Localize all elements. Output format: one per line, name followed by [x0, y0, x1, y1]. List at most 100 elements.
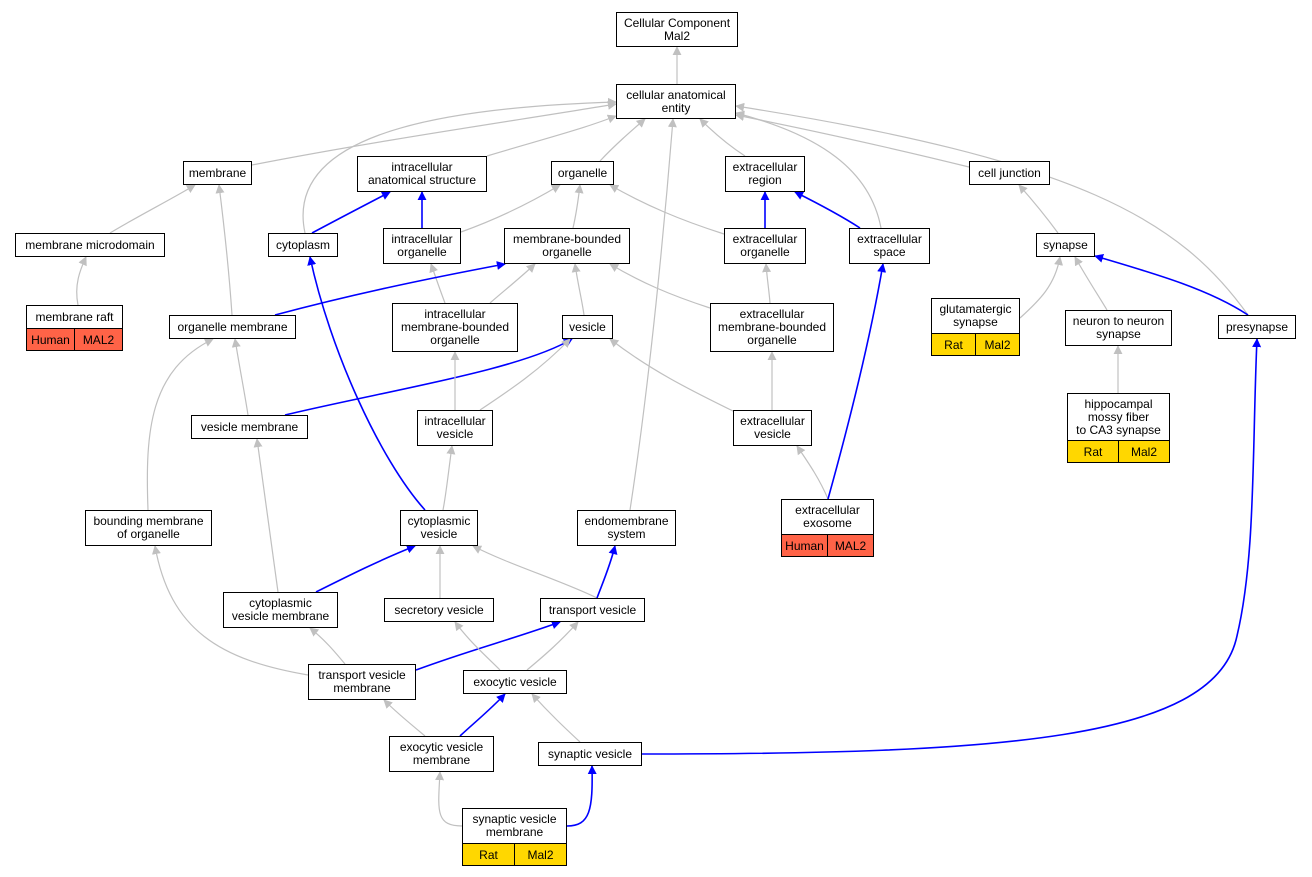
node-label: extracellular exosome [795, 503, 860, 530]
edge-is-a [479, 338, 571, 411]
node-label: membrane [188, 165, 247, 180]
edge-is-a [251, 100, 617, 166]
node-exocytic-vesicle[interactable]: exocytic vesicle [463, 670, 567, 694]
edge-is-a [231, 338, 249, 416]
node-membrane[interactable]: membrane [183, 161, 252, 185]
node-label: intracellular anatomical structure [367, 160, 477, 187]
node-label: vesicle [569, 319, 606, 334]
node-exocytic-vesicle-membrane[interactable]: exocytic vesicle membrane [389, 736, 494, 772]
node-label: presynapse [1225, 319, 1289, 334]
edge-is-a [599, 118, 646, 162]
node-endomembrane-system[interactable]: endomembrane system [577, 510, 676, 546]
annotation-species: Human [785, 538, 824, 553]
edge-is-a [796, 445, 829, 500]
node-vesicle[interactable]: vesicle [562, 315, 613, 339]
edge-is-a [735, 110, 882, 229]
edge-is-a [109, 184, 196, 234]
node-label: exocytic vesicle membrane [399, 740, 484, 767]
node-transport-vesicle[interactable]: transport vesicle [540, 598, 645, 622]
node-label: Cellular Component Mal2 [623, 15, 731, 43]
node-label: cellular anatomical entity [626, 87, 726, 115]
edge-is-a [572, 184, 584, 229]
node-label: neuron to neuron synapse [1072, 314, 1165, 341]
node-cytoplasmic-vesicle[interactable]: cytoplasmic vesicle [400, 510, 478, 546]
node-intracellular-membrane-bounded-organelle[interactable]: intracellular membrane-bounded organelle [392, 303, 518, 352]
node-membrane-bounded-organelle[interactable]: membrane-bounded organelle [504, 228, 630, 264]
node-label: organelle membrane [177, 319, 288, 334]
edge-part-of [307, 256, 426, 511]
node-label: extracellular space [857, 232, 922, 259]
node-intracellular-vesicle[interactable]: intracellular vesicle [417, 410, 493, 446]
edge-part-of [311, 191, 391, 234]
node-synaptic-vesicle[interactable]: synaptic vesicle [538, 742, 642, 766]
node-label: glutamatergic synapse [939, 302, 1012, 329]
node-cytoplasm[interactable]: cytoplasm [268, 233, 338, 257]
edge-part-of [794, 191, 861, 229]
node-label: cytoplasm [275, 237, 331, 252]
edge-part-of [827, 263, 887, 500]
node-extracellular-space[interactable]: extracellular space [849, 228, 930, 264]
annotation-gene: MAL2 [827, 535, 873, 556]
node-label: cell junction [978, 165, 1041, 180]
edge-is-a [609, 184, 725, 235]
edge-is-a [762, 263, 772, 304]
annotation-row: Rat Mal2 [1068, 440, 1169, 462]
node-extracellular-membrane-bounded-organelle[interactable]: extracellular membrane-bounded organelle [710, 303, 834, 352]
node-cytoplasmic-vesicle-membrane[interactable]: cytoplasmic vesicle membrane [223, 592, 338, 628]
node-label: synaptic vesicle [547, 746, 633, 761]
node-intracellular-organelle[interactable]: intracellular organelle [383, 228, 461, 264]
edge-is-a [429, 263, 446, 304]
node-organelle[interactable]: organelle [551, 161, 614, 185]
annotation-species: Rat [1083, 444, 1103, 459]
node-presynapse[interactable]: presynapse [1218, 315, 1296, 339]
edge-part-of [459, 693, 506, 737]
annotation-gene: Mal2 [1118, 441, 1169, 462]
node-label: extracellular membrane-bounded organelle [717, 307, 827, 347]
annotation-gene: Mal2 [514, 844, 566, 865]
edge-is-a [571, 263, 585, 316]
edge-is-a [1018, 184, 1059, 234]
node-root[interactable]: Cellular Component Mal2 [616, 12, 738, 47]
edge-is-a [215, 184, 233, 316]
node-label: organelle [557, 165, 608, 180]
edge-is-a [151, 545, 309, 676]
node-vesicle-membrane[interactable]: vesicle membrane [191, 415, 308, 439]
node-label: intracellular membrane-bounded organelle [400, 307, 510, 347]
annotation-gene: Mal2 [975, 334, 1019, 355]
node-bounding-membrane-of-organelle[interactable]: bounding membrane of organelle [85, 510, 212, 546]
node-transport-vesicle-membrane[interactable]: transport vesicle membrane [308, 664, 416, 700]
edge-is-a [454, 621, 501, 671]
node-extracellular-organelle[interactable]: extracellular organelle [724, 228, 806, 264]
node-organelle-membrane[interactable]: organelle membrane [169, 315, 296, 339]
node-extracellular-vesicle[interactable]: extracellular vesicle [733, 410, 812, 446]
node-label: transport vesicle membrane [318, 668, 406, 695]
node-label: endomembrane system [584, 514, 669, 541]
node-extracellular-region[interactable]: extracellular region [725, 156, 805, 192]
node-label: cytoplasmic vesicle membrane [231, 596, 330, 623]
edge-is-a [629, 118, 677, 511]
edge-part-of [284, 338, 573, 416]
node-intracellular-anatomical-structure[interactable]: intracellular anatomical structure [357, 156, 487, 192]
node-neuron-to-neuron-synapse[interactable]: neuron to neuron synapse [1065, 310, 1172, 346]
edge-is-a [302, 97, 617, 234]
edge-is-a [609, 263, 711, 309]
edge-is-a [383, 699, 426, 737]
node-membrane-microdomain[interactable]: membrane microdomain [15, 233, 165, 257]
node-cellular-anatomical-entity[interactable]: cellular anatomical entity [616, 84, 736, 119]
node-synapse[interactable]: synapse [1036, 233, 1095, 257]
node-secretory-vesicle[interactable]: secretory vesicle [384, 598, 494, 622]
edge-is-a [76, 256, 87, 306]
node-label: extracellular region [732, 160, 798, 187]
node-cell-junction[interactable]: cell junction [969, 161, 1050, 185]
node-label: membrane-bounded organelle [512, 232, 622, 259]
edge-part-of [566, 765, 597, 827]
edge-layer [76, 46, 1262, 827]
node-label: transport vesicle [548, 602, 637, 617]
